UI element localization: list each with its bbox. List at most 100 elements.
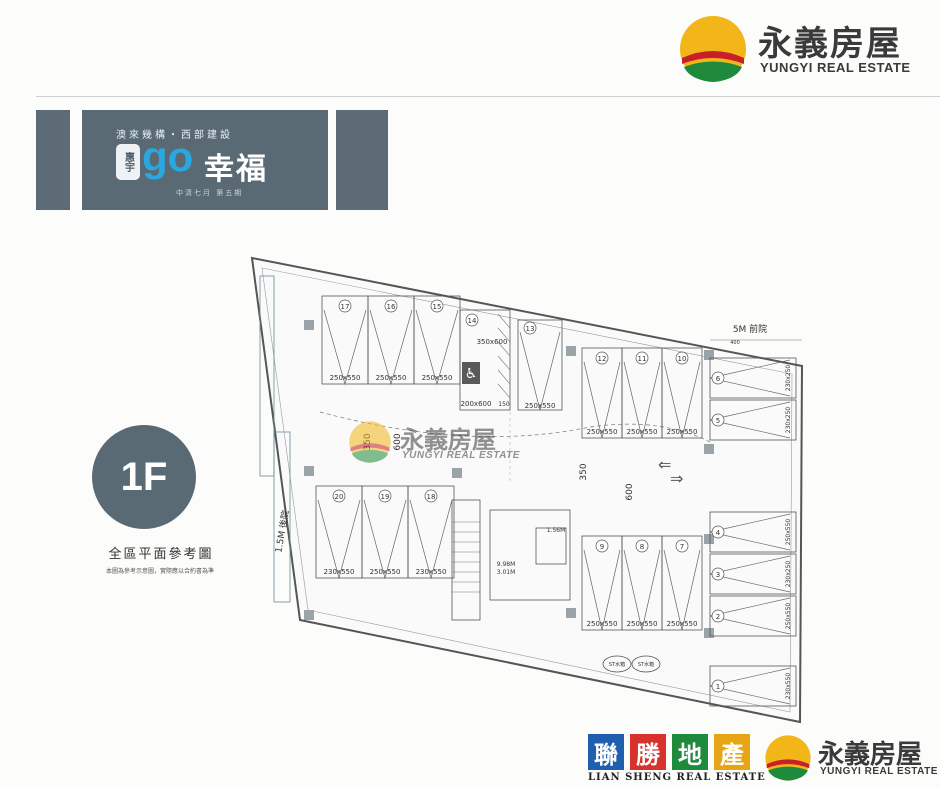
stall-size: 250x550: [587, 428, 618, 436]
yungyi-logo-icon: [680, 16, 746, 82]
banner-badge: 惠宇: [116, 144, 140, 180]
stall-number-circle: [332, 489, 346, 503]
accessible-size: 200x600: [461, 400, 492, 408]
banner-title: 幸福: [204, 152, 268, 187]
drive-arrow-left: ⇐: [658, 455, 671, 474]
stall-number: 2: [716, 613, 720, 621]
dim-350-b: 350: [579, 463, 589, 480]
stall-size: 250x550: [627, 620, 658, 628]
core-label: 3.01M: [497, 569, 516, 576]
stall-number-circle: [635, 539, 649, 553]
stall-number: 20: [335, 493, 344, 501]
stall-size: 230x550: [785, 673, 792, 700]
core-label: 1.56M: [547, 527, 566, 534]
stall-18: [407, 485, 455, 580]
stall-9: [581, 535, 623, 631]
stall-3: [709, 553, 797, 595]
stall-10: [661, 347, 703, 439]
drive-arrow-right: ⇒: [670, 469, 683, 488]
stall-2: [709, 595, 797, 637]
water-tank-label: ST水箱: [609, 661, 625, 668]
parking-stalls: [315, 295, 797, 707]
stall-size: 250x550: [785, 519, 792, 546]
stall-number: 6: [716, 375, 721, 383]
banner-right-block: [336, 110, 388, 210]
stall-size: 250x550: [587, 620, 618, 628]
banner-subline: 中清七月 第五期: [176, 189, 244, 197]
footer-brand-name: 永義房屋: [818, 740, 923, 770]
stall-number: 8: [640, 543, 644, 551]
stall-6: [709, 357, 797, 399]
stall-number: 19: [381, 493, 390, 501]
stall-size: 250x550: [376, 374, 407, 382]
footer-yungyi-logo-icon: [765, 735, 811, 781]
stall-number-circle: [424, 489, 438, 503]
stall-number: 17: [341, 303, 350, 311]
stall-1: [709, 665, 797, 707]
water-tank-label: ST水箱: [638, 661, 654, 668]
stall-number-circle: [711, 525, 725, 539]
core-label: 9.98M: [497, 561, 516, 568]
lobby-core: [489, 509, 571, 601]
stair-core: [451, 499, 481, 621]
stall-number: 13: [526, 325, 535, 333]
stall-size: 250x550: [370, 568, 401, 576]
dim-600-b: 600: [625, 483, 635, 500]
stall-number: 18: [427, 493, 436, 501]
stall-size: 230x550: [324, 568, 355, 576]
stall-12: [581, 347, 623, 439]
front-yard-dim: 400: [730, 340, 740, 346]
lian-char-1: 聯: [588, 734, 624, 770]
back-yard-planters: [259, 275, 291, 603]
header: 永義房屋 YUNGYI REAL ESTATE: [0, 0, 940, 96]
stall-size: 350x600: [477, 338, 508, 346]
stall-size: 250x550: [667, 428, 698, 436]
water-tank-2: [631, 655, 661, 673]
stall-13: [517, 319, 563, 411]
stall-number: 10: [678, 355, 687, 363]
stall-number-circle: [465, 313, 479, 327]
dim-150: 150: [498, 401, 510, 408]
stall-number-circle: [711, 567, 725, 581]
stall-number-circle: [595, 539, 609, 553]
stall-8: [621, 535, 663, 631]
stall-number: 4: [716, 529, 721, 537]
stall-number: 16: [387, 303, 396, 311]
stall-7: [661, 535, 703, 631]
stall-number-circle: [711, 679, 725, 693]
stall-number: 1: [716, 683, 720, 691]
stall-number-circle: [711, 609, 725, 623]
accessible-icon: [462, 362, 480, 384]
lian-char-4: 產: [714, 734, 750, 770]
front-yard-label: 5M 前院: [733, 323, 767, 335]
stall-size: 230x250: [785, 365, 792, 392]
stall-number: 9: [600, 543, 604, 551]
stall-size: 250x550: [667, 620, 698, 628]
elevator: [535, 527, 567, 565]
stall-number-circle: [711, 371, 725, 385]
water-tank-1: [602, 655, 632, 673]
stall-number: 5: [716, 417, 720, 425]
stall-number-circle: [711, 413, 725, 427]
stall-number-circle: [635, 351, 649, 365]
lian-char-3: 地: [672, 734, 708, 770]
site-boundary: [250, 256, 804, 724]
stair-treads: [452, 521, 480, 593]
stall-number: 12: [598, 355, 607, 363]
stall-number-circle: [338, 299, 352, 313]
stall-number-circle: [430, 299, 444, 313]
footer-brand-sub: YUNGYI REAL ESTATE: [820, 766, 938, 777]
accessible-symbol: ♿: [465, 366, 478, 382]
stall-number-circle: [378, 489, 392, 503]
banner-go: go: [142, 133, 194, 180]
lian-sheng-logo: 聯 勝 地 產: [588, 734, 756, 774]
stall-size: 230x250: [785, 407, 792, 434]
stall-number: 14: [468, 317, 477, 325]
watermark-logo-icon: [349, 421, 391, 463]
stall-15: [413, 295, 461, 386]
stall-5: [709, 399, 797, 441]
stall-number: 11: [638, 355, 647, 363]
stall-number-circle: [675, 539, 689, 553]
floor-plan: ♿ ⇐ ⇒ 17 250x550 16 250x550 1 5 250x550 12 250x5…: [250, 256, 804, 724]
stall-size: 250x550: [785, 603, 792, 630]
